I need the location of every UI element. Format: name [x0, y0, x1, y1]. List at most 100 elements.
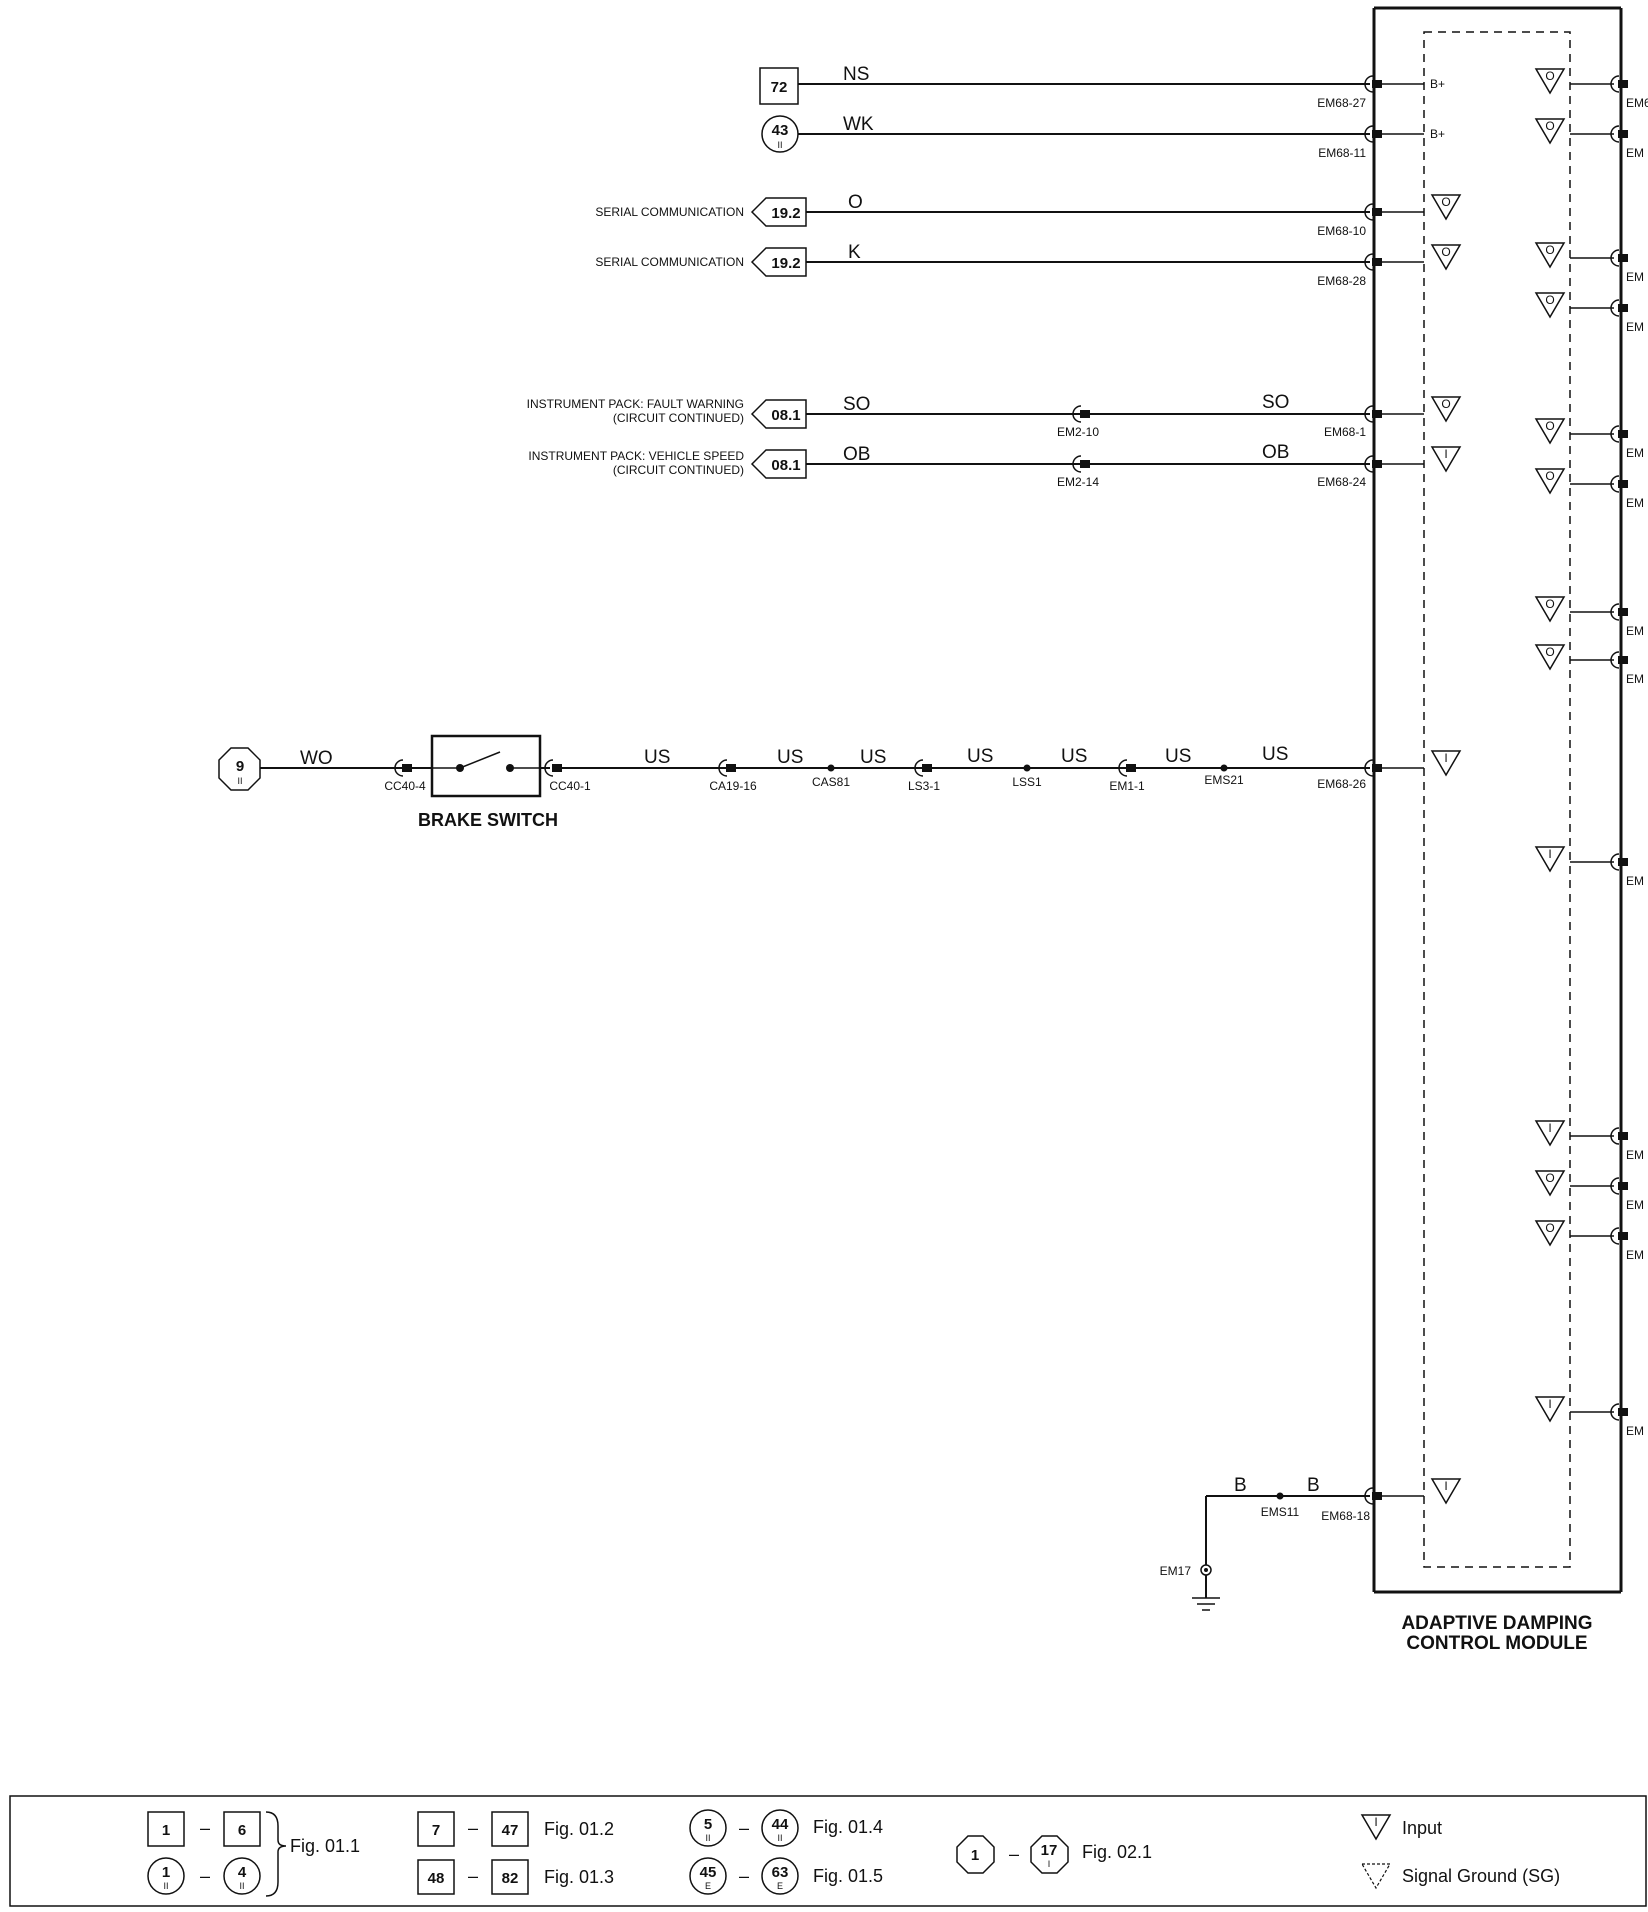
svg-text:E: E: [777, 1881, 783, 1891]
svg-text:II: II: [705, 1833, 710, 1843]
connector-label-em68-11: EM68-11: [1318, 146, 1366, 160]
module-title-line2: CONTROL MODULE: [1406, 1633, 1587, 1654]
legend: 1 – 6 1 II – 4 II Fig. 01.1 7 – 47 Fig. …: [9, 1795, 1647, 1907]
svg-text:–: –: [200, 1866, 210, 1886]
svg-text:I: I: [1548, 847, 1551, 861]
dest-serial-communication-2: SERIAL COMMUNICATION: [595, 255, 744, 269]
svg-text:45: 45: [700, 1864, 717, 1881]
svg-text:–: –: [739, 1818, 749, 1838]
svg-text:1: 1: [162, 1822, 170, 1839]
wire-color-so-1: SO: [843, 394, 870, 415]
svg-text:–: –: [1009, 1844, 1019, 1864]
svg-text:EM: EM: [1626, 496, 1644, 510]
dest-fault-warning-line1: INSTRUMENT PACK: FAULT WARNING: [527, 397, 744, 411]
svg-text:I: I: [1548, 1397, 1551, 1411]
wire-so: INSTRUMENT PACK: FAULT WARNING (CIRCUIT …: [527, 392, 1424, 439]
wire-brake-switch: 9 II WO CC40-4 BRAKE SWITCH CC40-1 US CA…: [218, 734, 1424, 830]
svg-text:I: I: [1374, 1815, 1377, 1829]
svg-text:–: –: [739, 1866, 749, 1886]
ref-octagon-9: [218, 747, 261, 791]
svg-text:O: O: [1441, 245, 1450, 259]
wire-color-us-2: US: [777, 747, 803, 768]
dest-vehicle-speed-line2: (CIRCUIT CONTINUED): [613, 463, 744, 477]
legend-fig-01-4: 5 II – 44 II Fig. 01.4: [689, 1809, 883, 1847]
svg-text:I: I: [1444, 1479, 1447, 1493]
svg-text:I: I: [1444, 447, 1447, 461]
svg-text:O: O: [1545, 119, 1554, 133]
ref-72-label: 72: [771, 79, 788, 96]
svg-text:O: O: [1441, 397, 1450, 411]
svg-text:EM: EM: [1626, 624, 1644, 638]
ref-43-sub: II: [777, 140, 782, 150]
connector-label-cc40-4: CC40-4: [384, 779, 426, 793]
wire-color-us-5: US: [1061, 746, 1087, 767]
connector-label-em68-18: EM68-18: [1321, 1509, 1370, 1523]
svg-text:Fig. 01.3: Fig. 01.3: [544, 1867, 614, 1887]
legend-fig-02-1: 1 – 17 I Fig. 02.1: [956, 1835, 1152, 1874]
svg-text:7: 7: [432, 1822, 440, 1839]
svg-text:O: O: [1545, 419, 1554, 433]
svg-text:EM: EM: [1626, 146, 1644, 160]
ref-08-1-b: 08.1: [771, 457, 800, 474]
pin-b-plus-2: B+: [1430, 127, 1445, 141]
svg-text:I: I: [1048, 1859, 1051, 1869]
svg-text:Fig. 01.2: Fig. 01.2: [544, 1819, 614, 1839]
svg-text:EM: EM: [1626, 1148, 1644, 1162]
svg-text:E: E: [705, 1881, 711, 1891]
wire-color-us-4: US: [967, 746, 993, 767]
ground-label-em17: EM17: [1160, 1564, 1192, 1578]
svg-text:EM: EM: [1626, 320, 1644, 334]
connector-label-ls3-1: LS3-1: [908, 779, 940, 793]
svg-text:I: I: [1444, 751, 1447, 765]
dest-vehicle-speed-line1: INSTRUMENT PACK: VEHICLE SPEED: [528, 449, 744, 463]
wire-color-us-3: US: [860, 747, 886, 768]
dest-fault-warning-line2: (CIRCUIT CONTINUED): [613, 411, 744, 425]
wire-color-b-1: B: [1307, 1475, 1320, 1496]
ref-08-1-a: 08.1: [771, 407, 800, 424]
connector-label-cc40-1: CC40-1: [549, 779, 591, 793]
wire-ns: 72 NS EM68-27 B+: [759, 64, 1445, 110]
splice-label-lss1: LSS1: [1012, 775, 1042, 789]
legend-input: I Input: [1361, 1814, 1442, 1840]
brake-switch-label: BRAKE SWITCH: [418, 810, 558, 830]
svg-text:Fig. 01.4: Fig. 01.4: [813, 1817, 883, 1837]
ref-43-label: 43: [772, 122, 789, 139]
svg-text:47: 47: [502, 1822, 519, 1839]
svg-text:Fig. 01.1: Fig. 01.1: [290, 1836, 360, 1856]
pin-b-plus-1: B+: [1430, 77, 1445, 91]
wire-color-wk: WK: [843, 114, 874, 135]
svg-text:O: O: [1545, 597, 1554, 611]
dest-serial-communication-1: SERIAL COMMUNICATION: [595, 205, 744, 219]
wire-k: SERIAL COMMUNICATION 19.2 K EM68-28: [595, 242, 1424, 288]
svg-text:EM: EM: [1626, 874, 1644, 888]
legend-fig-01-5: 45 E – 63 E Fig. 01.5: [689, 1857, 883, 1895]
legend-fig-01-1: 1 – 6 1 II – 4 II Fig. 01.1: [147, 1811, 360, 1897]
splice-label-ems21: EMS21: [1204, 773, 1244, 787]
connector-label-em2-10: EM2-10: [1057, 425, 1099, 439]
connector-label-em68-27: EM68-27: [1317, 96, 1366, 110]
svg-text:II: II: [239, 1881, 244, 1891]
module-title-line1: ADAPTIVE DAMPING: [1401, 1613, 1592, 1634]
splice-label-cas81: CAS81: [812, 775, 850, 789]
connector-label-em1-1: EM1-1: [1109, 779, 1145, 793]
svg-text:EM: EM: [1626, 446, 1644, 460]
svg-text:–: –: [200, 1818, 210, 1838]
svg-text:44: 44: [772, 1816, 789, 1833]
splice-ems11: [1276, 1492, 1284, 1500]
svg-text:17: 17: [1041, 1842, 1058, 1859]
svg-text:O: O: [1545, 469, 1554, 483]
svg-text:EM: EM: [1626, 672, 1644, 686]
svg-text:Signal Ground (SG): Signal Ground (SG): [1402, 1866, 1560, 1886]
connector-label-em68-26: EM68-26: [1317, 777, 1366, 791]
wire-color-ns: NS: [843, 64, 869, 85]
svg-text:EM6: EM6: [1626, 96, 1648, 110]
svg-text:1: 1: [971, 1847, 979, 1864]
svg-text:O: O: [1545, 293, 1554, 307]
splice-lss1: [1023, 764, 1031, 772]
svg-text:4: 4: [238, 1864, 247, 1881]
wire-o: SERIAL COMMUNICATION 19.2 O EM68-10: [595, 192, 1424, 238]
svg-text:Fig. 02.1: Fig. 02.1: [1082, 1842, 1152, 1862]
wire-color-o: O: [848, 192, 863, 213]
wire-color-k: K: [848, 242, 861, 263]
